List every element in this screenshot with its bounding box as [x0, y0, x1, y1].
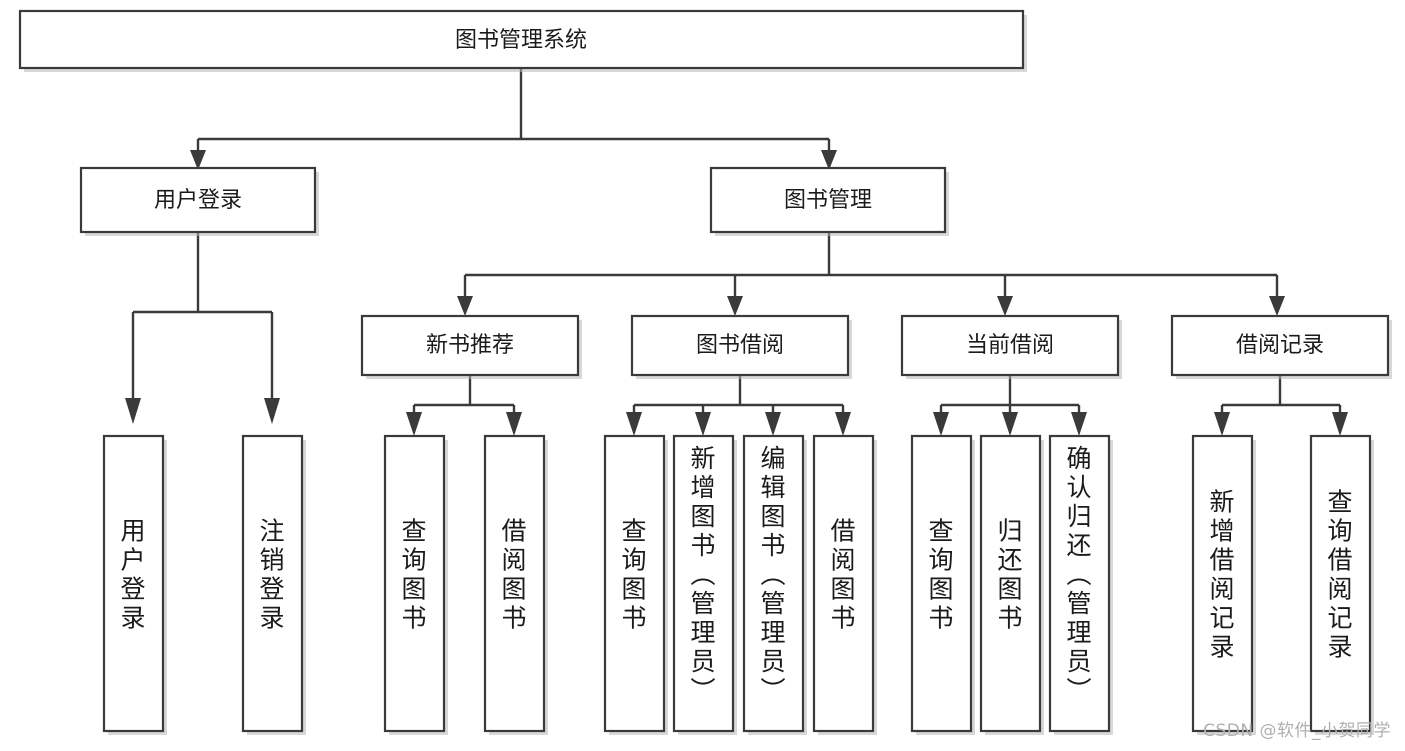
arrow-leaf-user-login-1	[125, 398, 141, 424]
arrow-leaf-borrow-record-2	[1332, 412, 1348, 436]
leaf-current-borrow-confirm-label: 确认归还︵管理员︶	[1066, 444, 1091, 705]
leaf-book-borrow-edit-label: 编辑图书︵管理员︶	[760, 444, 785, 705]
leaf-book-borrow-borrow-label: 借阅图书	[830, 517, 855, 633]
leaf-borrow-record-query-rect	[1309, 434, 1372, 733]
leaf-current-borrow-return-rect	[979, 434, 1042, 733]
leaf-current-borrow-confirm[interactable]: 确认归还︵管理员︶	[1048, 434, 1113, 735]
arrow-to-book-borrow	[727, 296, 743, 316]
leaf-user-login-login-rect	[102, 434, 165, 733]
leaf-book-borrow-borrow[interactable]: 借阅图书	[812, 434, 877, 735]
leaf-user-login-logout[interactable]: 注销登录	[241, 434, 306, 735]
leaf-book-borrow-query-rect	[603, 434, 666, 733]
node-borrow-record-label: 借阅记录	[1236, 333, 1324, 358]
arrow-to-new-book	[457, 296, 473, 316]
leaf-book-borrow-edit-rect	[742, 434, 805, 733]
leaf-borrow-record-add-label: 新增借阅记录	[1209, 488, 1234, 662]
leaf-current-borrow-query-label: 查询图书	[928, 517, 953, 633]
connector-layer	[125, 68, 1348, 436]
node-root-rect	[18, 9, 1025, 70]
leaf-new-book-borrow-rect	[483, 434, 546, 733]
arrow-to-current-borrow	[997, 296, 1013, 316]
arrow-leaf-book-borrow-2	[695, 412, 711, 436]
leaf-user-login-login-label: 用户登录	[120, 517, 145, 633]
leaf-book-borrow-borrow-rect	[812, 434, 875, 733]
arrow-leaf-book-borrow-3	[765, 412, 781, 436]
arrow-to-user-login	[190, 150, 206, 170]
node-new-book-recommend-rect	[360, 314, 580, 377]
leaf-borrow-record-add-rect	[1191, 434, 1254, 733]
node-user-login[interactable]: 用户登录	[79, 166, 319, 236]
leaf-borrow-record-query-label: 查询借阅记录	[1327, 488, 1352, 662]
node-root-label: 图书管理系统	[455, 28, 587, 53]
node-current-borrow[interactable]: 当前借阅	[900, 314, 1122, 379]
leaf-book-borrow-query[interactable]: 查询图书	[603, 434, 668, 735]
arrow-leaf-borrow-record-1	[1214, 412, 1230, 436]
arrow-to-borrow-record	[1269, 296, 1285, 316]
leaf-book-borrow-query-label: 查询图书	[621, 517, 646, 633]
leaf-user-login-logout-label: 注销登录	[259, 517, 284, 633]
leaf-current-borrow-confirm-rect	[1048, 434, 1111, 733]
node-book-manage-rect	[709, 166, 947, 234]
leaf-new-book-query[interactable]: 查询图书	[383, 434, 448, 735]
leaf-borrow-record-add[interactable]: 新增借阅记录	[1191, 434, 1256, 735]
node-new-book-recommend[interactable]: 新书推荐	[360, 314, 582, 379]
leaf-current-borrow-return[interactable]: 归还图书	[979, 434, 1044, 735]
leaf-book-borrow-add-label: 新增图书︵管理员︶	[690, 444, 715, 705]
node-root[interactable]: 图书管理系统	[18, 9, 1027, 72]
leaf-book-borrow-edit[interactable]: 编辑图书︵管理员︶	[742, 434, 807, 735]
leaf-new-book-query-label: 查询图书	[401, 517, 426, 633]
node-user-login-label: 用户登录	[154, 188, 242, 213]
leaf-book-borrow-add-rect	[672, 434, 735, 733]
leaf-user-login-login[interactable]: 用户登录	[102, 434, 167, 735]
arrow-leaf-current-borrow-2	[1002, 412, 1018, 436]
leaf-current-borrow-query-rect	[910, 434, 973, 733]
leaf-new-book-borrow[interactable]: 借阅图书	[483, 434, 548, 735]
leaf-user-login-logout-rect	[241, 434, 304, 733]
node-new-book-recommend-label: 新书推荐	[426, 333, 514, 358]
node-book-manage[interactable]: 图书管理	[709, 166, 949, 236]
node-current-borrow-label: 当前借阅	[966, 333, 1054, 358]
node-book-borrow-label: 图书借阅	[696, 333, 784, 358]
arrow-leaf-current-borrow-3	[1071, 412, 1087, 436]
arrow-leaf-user-login-2	[264, 398, 280, 424]
node-book-manage-label: 图书管理	[784, 188, 872, 213]
arrow-leaf-current-borrow-1	[933, 412, 949, 436]
leaf-current-borrow-return-label: 归还图书	[997, 517, 1022, 633]
arrow-to-book-manage	[821, 150, 837, 170]
leaf-new-book-query-rect	[383, 434, 446, 733]
arrow-leaf-book-borrow-1	[626, 412, 642, 436]
arrow-leaf-book-borrow-4	[835, 412, 851, 436]
node-current-borrow-rect	[900, 314, 1120, 377]
node-book-borrow-rect	[630, 314, 850, 377]
leaf-new-book-borrow-label: 借阅图书	[501, 517, 526, 633]
arrow-leaf-new-book-2	[506, 412, 522, 436]
leaf-current-borrow-query[interactable]: 查询图书	[910, 434, 975, 735]
csdn-watermark: CSDN @软件_小贺同学	[1203, 721, 1391, 741]
node-book-borrow[interactable]: 图书借阅	[630, 314, 852, 379]
arrow-leaf-new-book-1	[406, 412, 422, 436]
node-user-login-rect	[79, 166, 317, 234]
node-borrow-record-rect	[1170, 314, 1390, 377]
node-borrow-record[interactable]: 借阅记录	[1170, 314, 1392, 379]
leaf-book-borrow-add[interactable]: 新增图书︵管理员︶	[672, 434, 737, 735]
leaf-borrow-record-query[interactable]: 查询借阅记录	[1309, 434, 1374, 735]
